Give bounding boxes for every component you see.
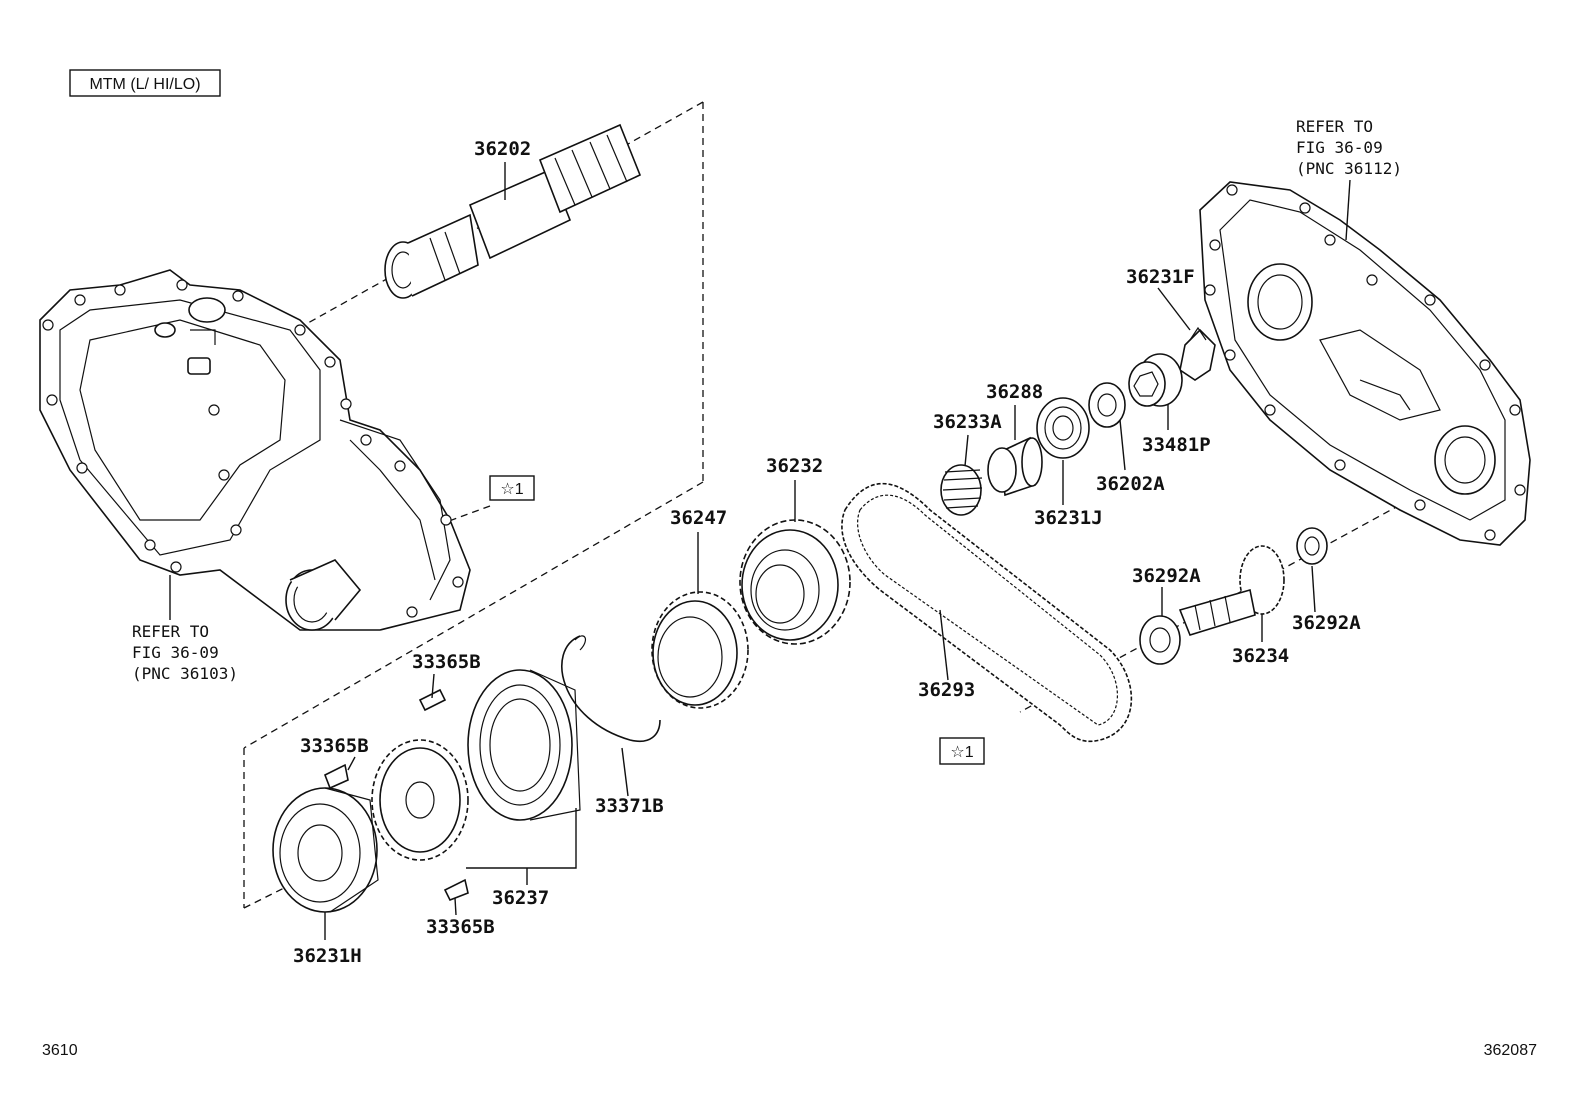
ref-note-right: REFER TO FIG 36-09 (PNC 36112): [1296, 117, 1402, 178]
part-36202-input-shaft: [384, 123, 642, 299]
label-36233A: 36233A: [933, 411, 1002, 433]
part-33365B-key-b: [323, 763, 349, 790]
label-33365B-b: 33365B: [300, 735, 369, 757]
ref-right-line2: FIG 36-09: [1296, 138, 1383, 157]
part-33365B-key-a: [418, 688, 447, 712]
ref-right-line1: REFER TO: [1296, 117, 1373, 136]
right-transfer-case: [1199, 181, 1531, 546]
part-36292A-bearing-b: [1296, 527, 1328, 565]
label-33365B-c: 33365B: [426, 916, 495, 938]
label-36232: 36232: [766, 455, 823, 477]
left-transfer-case: [39, 269, 471, 631]
label-33481P: 33481P: [1142, 434, 1211, 456]
ref-left-line1: REFER TO: [132, 622, 209, 641]
part-36288-collar: [987, 436, 1043, 497]
star-marker-1b-text: ☆1: [950, 744, 973, 761]
part-36292A-bearing-a: [1139, 615, 1181, 665]
part-hub-gear: [371, 739, 469, 861]
part-36231F: [1179, 326, 1216, 381]
part-36234-driven-shaft: [1178, 545, 1285, 636]
part-36202A-nut: [1088, 382, 1126, 428]
part-36233A-needle-bearing: [940, 464, 983, 516]
part-labels: 36202 36231F 36288 36233A 33481P 36202A …: [293, 138, 1361, 967]
label-36288: 36288: [986, 381, 1043, 403]
label-36202A: 36202A: [1096, 473, 1165, 495]
footer-right-code: 362087: [1484, 1042, 1537, 1059]
part-36231J-bearing: [1036, 397, 1090, 459]
ref-left-line2: FIG 36-09: [132, 643, 219, 662]
part-33481P-gear-collar: [1128, 353, 1183, 407]
label-36231H: 36231H: [293, 945, 362, 967]
star-marker-1a-text: ☆1: [500, 481, 523, 498]
footer-left-code: 3610: [42, 1042, 78, 1059]
ref-note-left: REFER TO FIG 36-09 (PNC 36103): [132, 622, 238, 683]
star-marker-1a: ☆1: [489, 475, 535, 501]
header-badge: MTM (L/ HI/LO): [69, 69, 221, 97]
label-36231F: 36231F: [1126, 266, 1195, 288]
part-36247-synchro-ring: [651, 591, 749, 709]
header-badge-text: MTM (L/ HI/LO): [89, 76, 200, 93]
label-36247: 36247: [670, 507, 727, 529]
part-36293-drive-chain: [841, 482, 1133, 743]
label-36237: 36237: [492, 887, 549, 909]
ref-left-line3: (PNC 36103): [132, 664, 238, 683]
label-36202: 36202: [474, 138, 531, 160]
star-marker-1b: ☆1: [939, 737, 985, 765]
ref-right-line3: (PNC 36112): [1296, 159, 1402, 178]
label-33371B: 33371B: [595, 795, 664, 817]
leader-lines: [169, 162, 1351, 940]
label-36234: 36234: [1232, 645, 1289, 667]
label-33365B-a: 33365B: [412, 651, 481, 673]
part-33371B-snap-ring: [561, 635, 661, 742]
part-36231H-bearing: [272, 787, 379, 913]
label-36292A-b: 36292A: [1292, 612, 1361, 634]
label-36231J: 36231J: [1034, 507, 1103, 529]
label-36292A-a: 36292A: [1132, 565, 1201, 587]
label-36293: 36293: [918, 679, 975, 701]
part-36237-hub-sleeve: [467, 669, 581, 821]
part-33365B-key-c: [443, 878, 469, 902]
part-36232-drive-gear: [739, 519, 851, 645]
